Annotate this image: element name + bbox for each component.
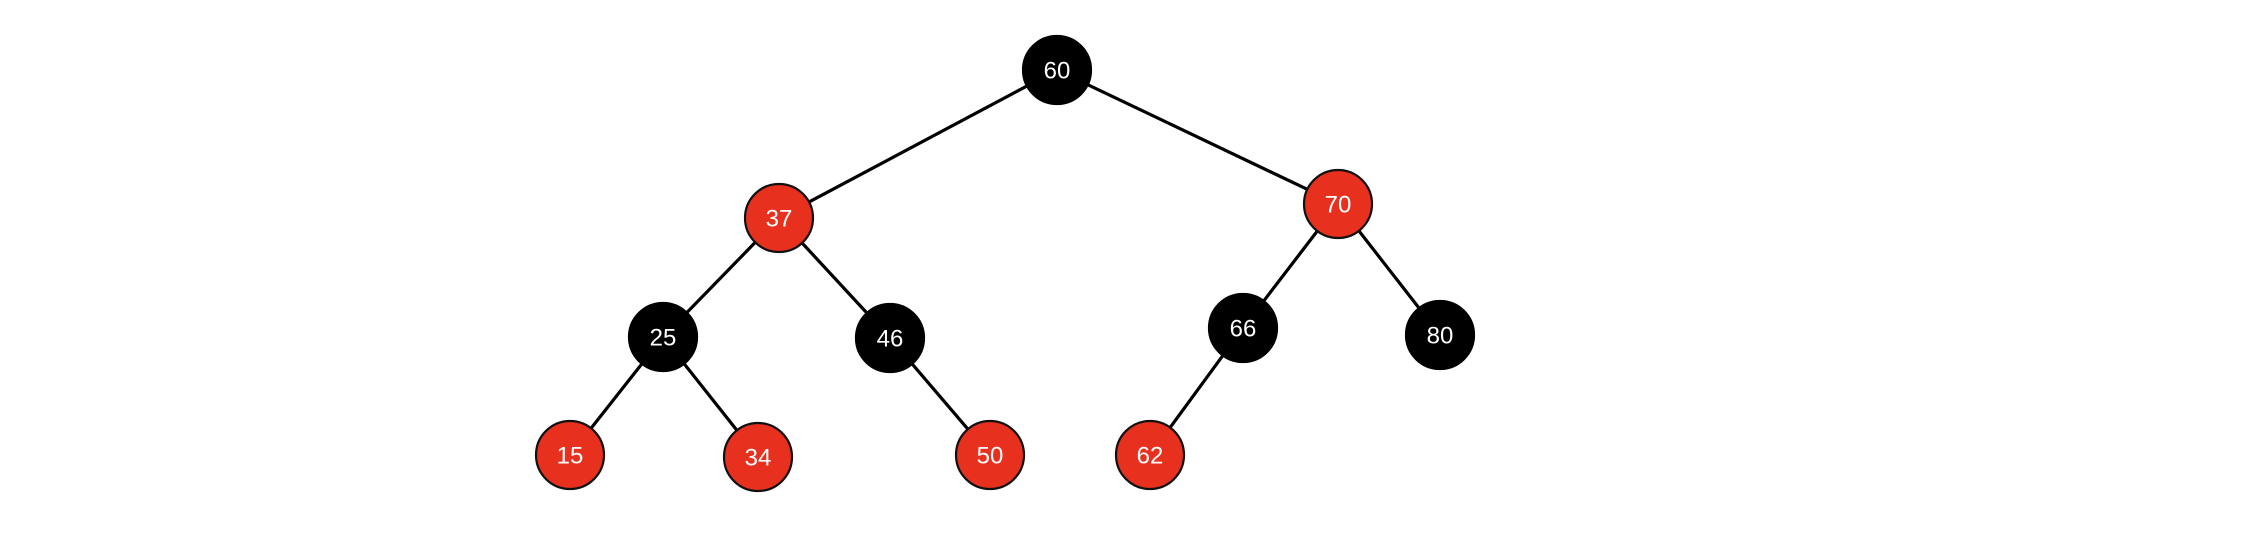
node-circle-37[interactable] [743,182,815,254]
tree-node-34[interactable]: 34 [722,421,794,493]
tree-edge-25-34 [681,360,740,434]
tree-edge-37-46 [799,239,870,317]
tree-edge-70-66 [1260,227,1321,305]
node-circle-62[interactable] [1114,419,1186,491]
tree-edge-37-25 [683,239,759,316]
node-circle-60[interactable] [1021,34,1093,106]
tree-edge-25-15 [588,360,645,432]
nodes-layer: 60 37 70 25 46 66 80 15 34 50 62 [534,34,1476,493]
node-circle-34[interactable] [722,421,794,493]
node-circle-46[interactable] [854,302,926,374]
tree-node-62[interactable]: 62 [1114,419,1186,491]
tree-edge-70-80 [1356,227,1422,312]
tree-edge-60-37 [805,83,1031,205]
node-circle-25[interactable] [627,301,699,373]
node-circle-66[interactable] [1207,292,1279,364]
tree-node-37[interactable]: 37 [743,182,815,254]
tree-edge-46-50 [909,360,971,433]
tree-node-80[interactable]: 80 [1404,299,1476,371]
node-circle-70[interactable] [1302,168,1374,240]
tree-node-70[interactable]: 70 [1302,168,1374,240]
tree-node-15[interactable]: 15 [534,419,606,491]
tree-edge-60-70 [1084,82,1311,192]
tree-node-25[interactable]: 25 [627,301,699,373]
edges-layer [588,82,1422,434]
node-circle-80[interactable] [1404,299,1476,371]
tree-node-50[interactable]: 50 [954,419,1026,491]
tree-edge-66-62 [1167,352,1226,431]
tree-node-46[interactable]: 46 [854,302,926,374]
tree-node-60[interactable]: 60 [1021,34,1093,106]
node-circle-50[interactable] [954,419,1026,491]
tree-node-66[interactable]: 66 [1207,292,1279,364]
node-circle-15[interactable] [534,419,606,491]
